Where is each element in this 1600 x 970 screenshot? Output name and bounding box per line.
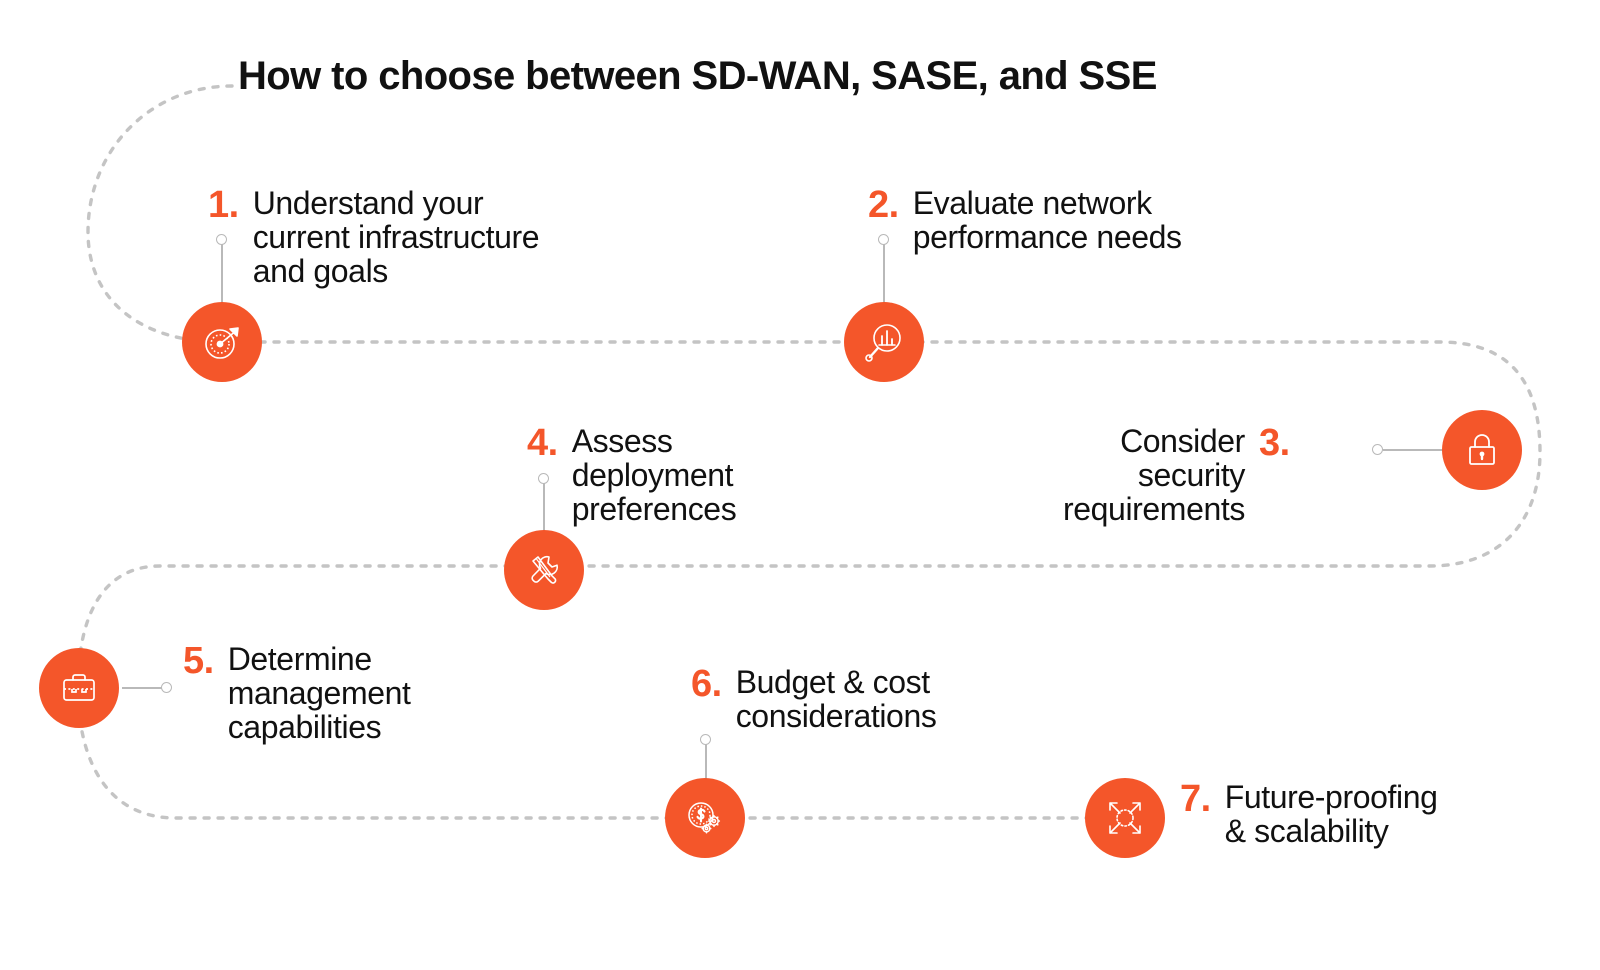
step-5-icon-node[interactable] xyxy=(39,648,119,728)
expand-arrows-icon xyxy=(1103,796,1147,840)
step-2: 2. Evaluate network performance needs xyxy=(868,184,1182,256)
step-5-connector-dot xyxy=(161,682,172,693)
step-6-icon-node[interactable] xyxy=(665,778,745,858)
magnifier-bar-chart-icon xyxy=(861,319,907,365)
briefcase-icon xyxy=(58,667,100,709)
step-7-label: Future-proofing & scalability xyxy=(1224,779,1438,850)
page-title: How to choose between SD-WAN, SASE, and … xyxy=(238,54,1157,98)
step-1-icon-node[interactable] xyxy=(182,302,262,382)
step-1-label: Understand your current infrastructure a… xyxy=(252,185,540,290)
step-5-number: 5. xyxy=(183,640,214,682)
step-3-label: Consider security requirements xyxy=(1063,423,1245,528)
step-3-icon-node[interactable] xyxy=(1442,410,1522,490)
step-3-connector-line xyxy=(1383,449,1445,451)
step-2-number: 2. xyxy=(868,184,899,226)
wrench-screwdriver-icon xyxy=(522,548,566,592)
step-5: 5. Determine management capabilities xyxy=(183,642,411,745)
step-1-number: 1. xyxy=(208,184,239,226)
step-7-icon-node[interactable] xyxy=(1085,778,1165,858)
step-2-connector-line xyxy=(883,244,885,306)
dollar-coin-gears-icon xyxy=(683,796,727,840)
step-1: 1. Understand your current infrastructur… xyxy=(208,184,540,290)
step-4-icon-node[interactable] xyxy=(504,530,584,610)
step-5-connector-line xyxy=(122,687,164,689)
step-4-number: 4. xyxy=(527,422,558,464)
step-4: 4. Assess deployment preferences xyxy=(527,422,737,528)
step-6-number: 6. xyxy=(691,663,722,705)
step-6-connector-line xyxy=(705,744,707,780)
step-2-icon-node[interactable] xyxy=(844,302,924,382)
target-arrow-icon xyxy=(199,319,245,365)
padlock-icon xyxy=(1461,429,1503,471)
step-6-label: Budget & cost considerations xyxy=(735,664,937,735)
step-3: Consider security requirements 3. xyxy=(1063,424,1290,527)
step-6: 6. Budget & cost considerations xyxy=(691,663,937,735)
step-4-connector-line xyxy=(543,483,545,531)
step-7: 7. Future-proofing & scalability xyxy=(1180,778,1438,850)
step-3-number: 3. xyxy=(1258,422,1290,464)
step-5-label: Determine management capabilities xyxy=(227,641,411,746)
step-2-label: Evaluate network performance needs xyxy=(912,185,1182,256)
step-1-connector-line xyxy=(221,244,223,306)
step-7-number: 7. xyxy=(1180,778,1211,820)
step-3-connector-dot xyxy=(1372,444,1383,455)
step-4-label: Assess deployment preferences xyxy=(571,423,737,528)
